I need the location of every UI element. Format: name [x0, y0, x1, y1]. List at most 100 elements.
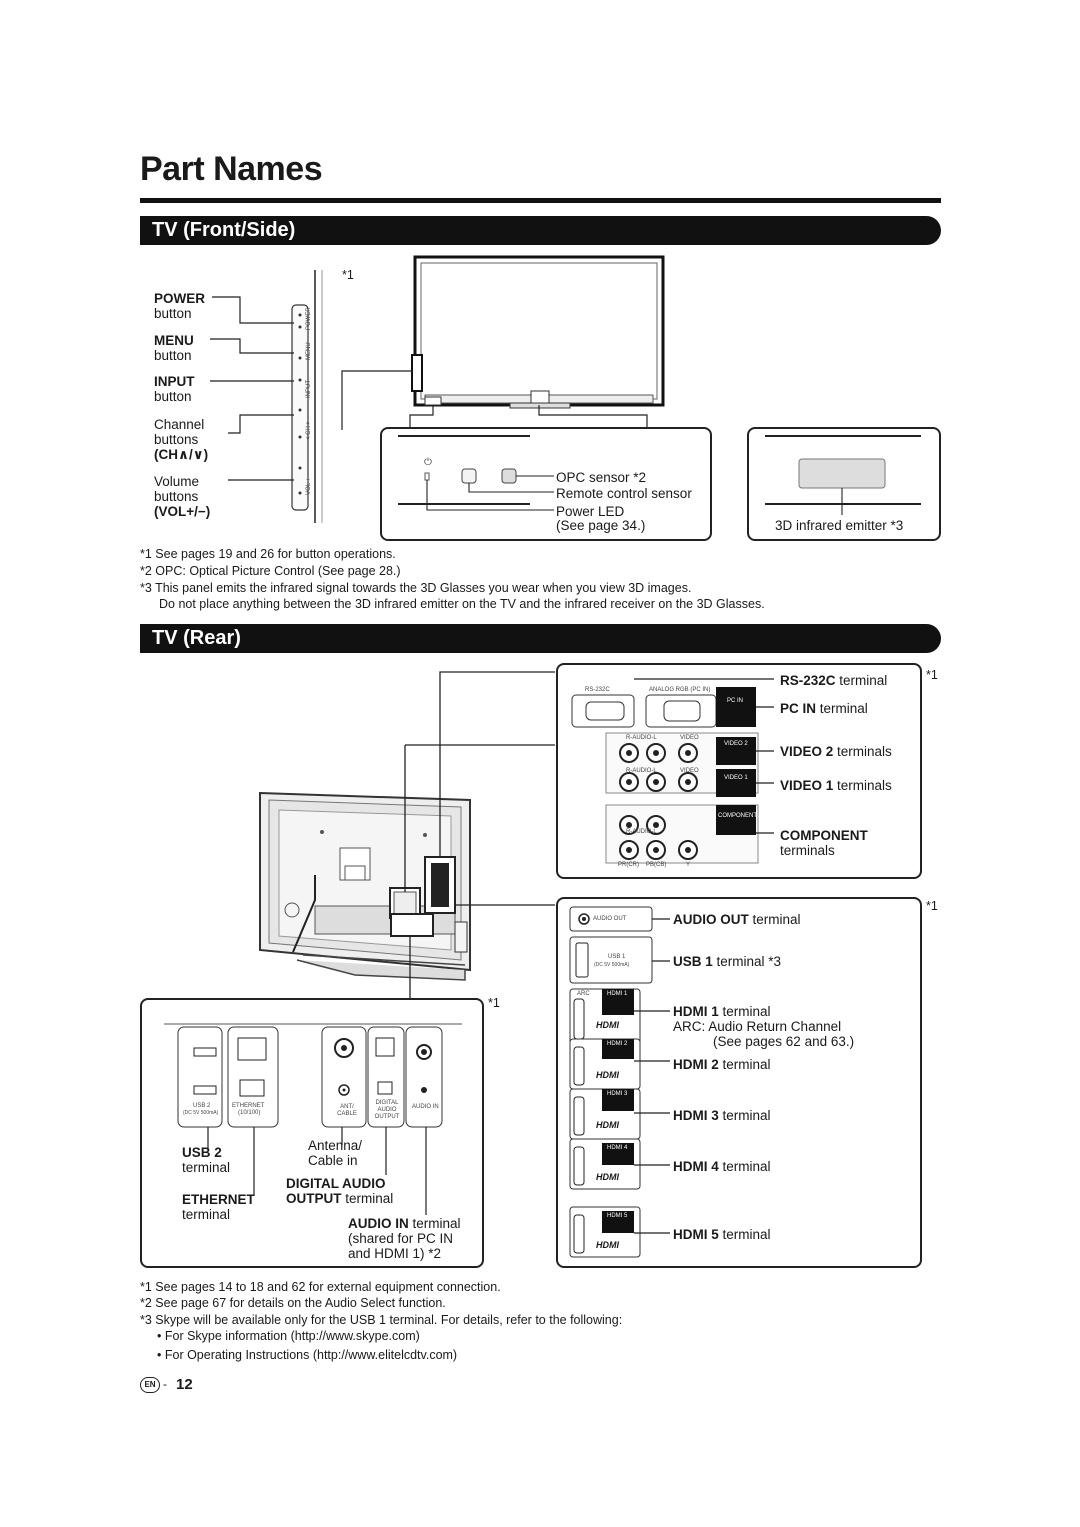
hdmi4-sub: terminal — [722, 1159, 771, 1174]
video2-terminal-name: VIDEO 2 — [780, 744, 834, 759]
audioin-sub: terminal — [412, 1216, 461, 1231]
audioin-small-label: AUDIO IN — [412, 1104, 439, 1110]
front-note-2: *2 OPC: Optical Picture Control (See pag… — [140, 564, 401, 578]
digital-audio-name-2: OUTPUT — [286, 1191, 342, 1206]
section-header-front: TV (Front/Side) — [140, 216, 941, 245]
digital-audio-name: DIGITAL AUDIO — [286, 1176, 386, 1191]
hdmi4-name: HDMI 4 — [673, 1159, 719, 1174]
usb1-name: USB 1 — [673, 954, 713, 969]
raudiol-small-label-3: R-AUDIO-L — [626, 829, 657, 835]
hdmi3-name: HDMI 3 — [673, 1108, 719, 1123]
page-number: 12 — [176, 1376, 193, 1393]
power-led-page: (See page 34.) — [556, 518, 646, 533]
hdmi4-terminal-label: HDMI 4 terminal — [673, 1159, 771, 1174]
video2-terminal-label: VIDEO 2 terminals — [780, 744, 892, 759]
raudiol-small-label-1: R-AUDIO-L — [626, 735, 657, 741]
digital-audio-line2: OUTPUT terminal — [286, 1191, 393, 1206]
audioin-note-2: and HDMI 1) *2 — [348, 1246, 442, 1261]
antenna-label-2: Cable in — [308, 1153, 358, 1168]
section-header-front-text: TV (Front/Side) — [152, 219, 296, 241]
hdmi2-terminal-label: HDMI 2 terminal — [673, 1057, 771, 1072]
remote-sensor-label: Remote control sensor — [556, 486, 692, 501]
volume-buttons-label-1: Volume — [154, 474, 200, 489]
digital-small-label: DIGITAL AUDIO OUTPUT — [374, 1100, 400, 1120]
video1-terminal-sub: terminals — [837, 778, 892, 793]
hdmi1-sub: terminal — [722, 1004, 771, 1019]
page-title: Part Names — [140, 150, 323, 188]
emitter-detail-diagram — [765, 435, 921, 515]
rear-bottom-panel-diagram — [164, 1023, 462, 1215]
usb2-terminal-name: USB 2 — [182, 1145, 222, 1160]
hdmi5-logo: HDMI — [596, 1240, 619, 1250]
ant-small-label: ANT/ CABLE — [337, 1104, 357, 1117]
emitter-label: 3D infrared emitter *3 — [775, 518, 904, 533]
power-led-label: Power LED — [556, 504, 625, 519]
ethernet-terminal-sub: terminal — [182, 1207, 231, 1222]
antenna-label-1: Antenna/ — [308, 1138, 363, 1153]
opc-sensor-label: OPC sensor *2 — [556, 470, 647, 485]
component-terminal-label: COMPONENT — [780, 828, 868, 843]
usb2-spec-label: (DC 5V 500mA) — [183, 1110, 219, 1116]
hdmi1-logo: HDMI — [596, 1020, 619, 1030]
section-header-rear-text: TV (Rear) — [152, 627, 241, 649]
pb-small-label: PB(CB) — [646, 862, 667, 868]
hdmi2-small-label: HDMI 2 — [607, 1041, 628, 1047]
power-button-sub: button — [154, 306, 192, 321]
video2-terminal-sub: terminals — [837, 744, 892, 759]
volume-buttons-label-3: (VOL+/−) — [154, 504, 211, 519]
raudiol-small-label-2: R-AUDIO-L — [626, 768, 657, 774]
page-number-dash: - — [163, 1377, 167, 1391]
hdmi1-small-label: HDMI 1 — [607, 991, 628, 997]
rear-bottom-ref: *1 — [488, 996, 500, 1010]
component-terminal-sub: terminals — [780, 843, 835, 858]
analog-small-label: ANALOG RGB (PC IN) — [649, 687, 711, 693]
usb1-small-label: USB 1 — [608, 954, 626, 960]
rear-bullet-2-text: For Operating Instructions (http://www.e… — [164, 1348, 458, 1362]
rear-bullet-1-text: For Skype information (http://www.skype.… — [164, 1329, 420, 1343]
rear-note-3: *3 Skype will be available only for the … — [140, 1313, 623, 1327]
ethernet-terminal-name: ETHERNET — [182, 1192, 255, 1207]
video1-small-label: VIDEO 1 — [724, 775, 748, 781]
svg-text:⏻: ⏻ — [424, 457, 432, 468]
pcin-small-label: PC IN — [727, 698, 744, 704]
panel-ch-text: < CH > — [306, 420, 312, 440]
panel-menu-text: MENU — [306, 342, 312, 360]
power-button-label: POWER — [154, 291, 206, 306]
pcin-terminal-sub: terminal — [819, 701, 868, 716]
front-ref-1: *1 — [342, 268, 354, 282]
rs232c-small-label: RS-232C — [585, 687, 610, 693]
audio-out-small-label: AUDIO OUT — [593, 916, 627, 922]
y-small-label: Y — [686, 862, 691, 868]
audio-out-terminal-label: AUDIO OUT terminal — [673, 912, 801, 927]
usb2-small-label: USB 2 — [193, 1103, 211, 1109]
input-button-sub: button — [154, 389, 192, 404]
arc-note: ARC: Audio Return Channel — [673, 1019, 842, 1034]
rear-bullet-2: • For Operating Instructions (http://www… — [157, 1348, 458, 1362]
hdmi3-sub: terminal — [722, 1108, 771, 1123]
menu-button-sub: button — [154, 348, 192, 363]
usb1-sub: terminal *3 — [716, 954, 782, 969]
panel-power-text: POWER — [306, 307, 312, 330]
title-rule — [140, 198, 941, 203]
ethernet-spec-label: (10/100) — [238, 1110, 261, 1116]
channel-buttons-label-1: Channel — [154, 417, 205, 432]
rear-top-ref: *1 — [926, 668, 938, 682]
audioin-name: AUDIO IN — [348, 1216, 409, 1231]
audio-out-sub: terminal — [752, 912, 801, 927]
rs232c-terminal-name: RS-232C — [780, 673, 836, 688]
usb2-terminal-sub: terminal — [182, 1160, 231, 1175]
front-note-3: *3 This panel emits the infrared signal … — [140, 581, 692, 595]
menu-button-label: MENU — [154, 333, 194, 348]
video-small-label-1: VIDEO — [680, 735, 699, 741]
audioin-note-1: (shared for PC IN — [348, 1231, 454, 1246]
pr-small-label: PR(CR) — [618, 862, 639, 868]
rear-bullet-1: • For Skype information (http://www.skyp… — [157, 1329, 420, 1343]
rs232c-terminal-sub: terminal — [839, 673, 888, 688]
hdmi5-terminal-label: HDMI 5 terminal — [673, 1227, 771, 1242]
rs232c-terminal-label: RS-232C terminal — [780, 673, 887, 688]
rear-side-panel-diagram — [569, 906, 670, 1258]
input-button-label: INPUT — [154, 374, 195, 389]
usb1-spec-label: (DC 5V 500mA) — [594, 962, 630, 968]
video-small-label-2: VIDEO — [680, 768, 699, 774]
ethernet-small-label: ETHERNET — [232, 1103, 265, 1109]
